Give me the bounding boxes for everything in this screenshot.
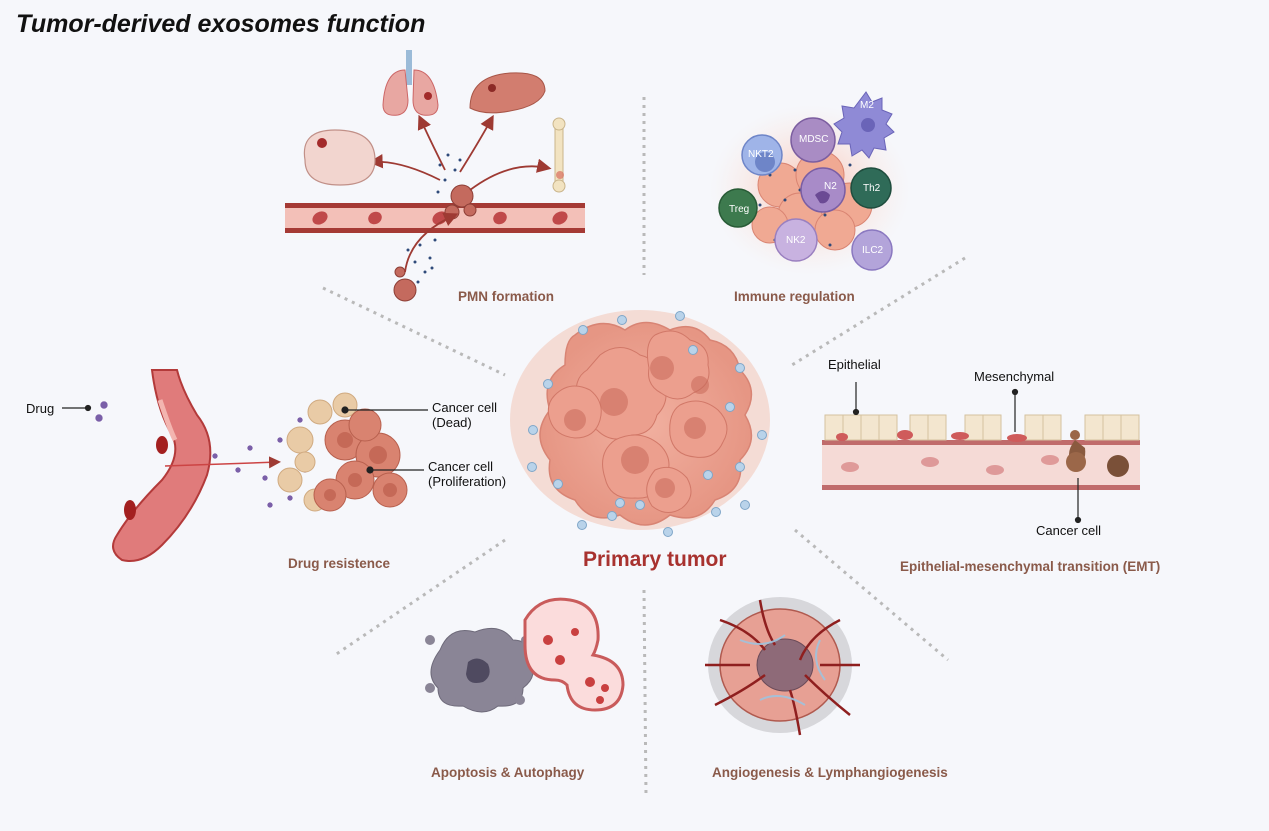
epithelial-label: Epithelial <box>828 357 881 372</box>
emt-label: Epithelial-mesenchymal transition (EMT) <box>900 559 1161 574</box>
cell-label-m2: M2 <box>860 100 874 111</box>
emt-illustration <box>822 382 1140 524</box>
immune-regulation-label: Immune regulation <box>734 289 855 304</box>
cell-label-mdsc: MDSC <box>799 134 829 145</box>
drug-illustration <box>62 369 428 562</box>
angio-illustration <box>705 597 860 736</box>
angiogenesis-label: Angiogenesis & Lymphangiogenesis <box>712 765 948 780</box>
proliferation-cell-label-line1: Cancer cell <box>428 459 494 474</box>
immune-illustration <box>710 91 910 275</box>
cell-label-th2: Th2 <box>863 183 881 194</box>
cell-label-n2: N2 <box>824 181 837 192</box>
dead-cell-label-line1: Cancer cell <box>432 400 498 415</box>
cell-label-nk2: NK2 <box>786 235 806 246</box>
drug-label: Drug <box>26 401 55 416</box>
apoptosis-label: Apoptosis & Autophagy <box>431 765 585 780</box>
cancer-cell-label: Cancer cell <box>1036 523 1102 538</box>
dead-cell-label-line2: (Dead) <box>432 415 472 430</box>
divider-lines <box>322 97 966 796</box>
dead-cell-label: Cancer cell (Dead) <box>432 400 497 430</box>
cell-label-treg: Treg <box>729 204 750 215</box>
drug-resistance-label: Drug resistence <box>288 556 391 571</box>
page-title: Tumor-derived exosomes function <box>16 10 426 38</box>
proliferation-cell-label-line2: (Proliferation) <box>428 474 507 489</box>
mesenchymal-label: Mesenchymal <box>974 369 1055 384</box>
pmn-illustration <box>285 50 585 302</box>
pmn-formation-label: PMN formation <box>458 289 554 304</box>
primary-tumor-illustration <box>510 310 770 537</box>
primary-tumor-label: Primary tumor <box>583 548 727 571</box>
cell-label-ilc2: ILC2 <box>862 245 884 256</box>
apoptosis-illustration <box>425 597 625 713</box>
cell-label-nkt2: NKT2 <box>748 149 774 160</box>
proliferation-cell-label: Cancer cell (Proliferation) <box>428 459 506 489</box>
